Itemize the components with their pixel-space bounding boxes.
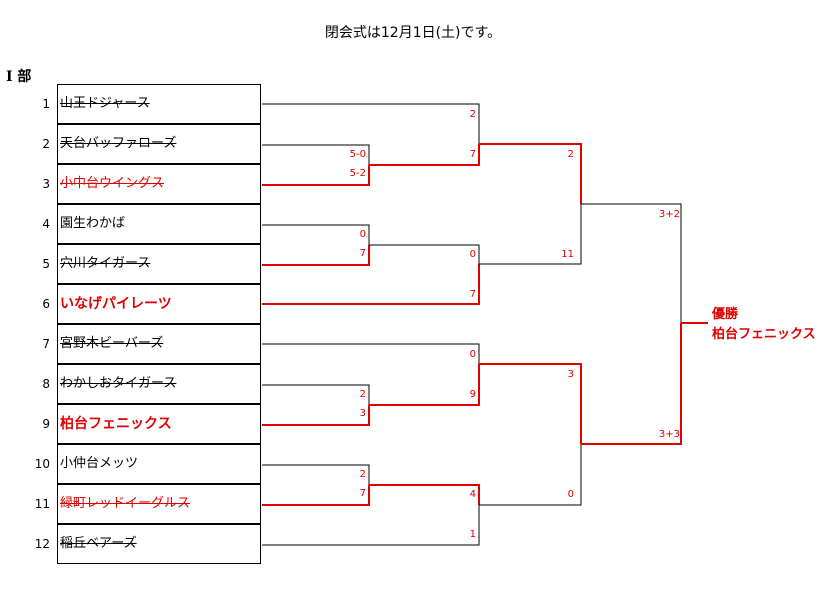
team-seed: 9 — [42, 417, 50, 431]
bracket-title: 閉会式は12月1日(土)です。 — [324, 25, 502, 41]
score-r2-b-top: 0 — [469, 249, 476, 260]
score-r1-a-top: 5-0 — [349, 149, 366, 160]
match-r2-d — [262, 484, 480, 546]
match-r1-b — [262, 224, 370, 266]
match-sf-b — [479, 363, 582, 506]
team-row: わかしおタイガース — [57, 364, 261, 404]
team-row: 柏台フェニックス — [57, 404, 261, 444]
score-sf-a-top: 2 — [567, 149, 574, 160]
team-seed: 1 — [42, 97, 50, 111]
score-r2-b-bot: 7 — [469, 289, 476, 300]
team-row: 宮野木ビーバーズ — [57, 324, 261, 364]
team-row: 天台バッファローズ — [57, 124, 261, 164]
match-r1-d — [262, 464, 370, 506]
team-seed: 3 — [42, 177, 50, 191]
score-final-top: 3+2 — [658, 209, 680, 220]
score-r2-d-bot: 1 — [469, 529, 476, 540]
score-sf-b-top: 3 — [567, 369, 574, 380]
match-r2-c — [262, 343, 480, 406]
score-r1-a-bot: 5-2 — [349, 168, 366, 179]
score-r2-c-bot: 9 — [469, 389, 476, 400]
score-sf-a-bot: 11 — [561, 249, 574, 260]
score-r2-a-top: 2 — [469, 109, 476, 120]
team-seed: 10 — [34, 457, 50, 471]
champion-team: 柏台フェニックス — [712, 327, 816, 342]
team-row: 小中台ウイングス — [57, 164, 261, 204]
match-r1-c — [262, 384, 370, 426]
team-seed: 11 — [34, 497, 50, 511]
score-r1-b-bot: 7 — [359, 248, 366, 259]
team-row: 山王ドジャース — [57, 84, 261, 124]
champion-label: 優勝 — [712, 307, 739, 322]
team-seed: 7 — [42, 337, 50, 351]
team-row: 穴川タイガース — [57, 244, 261, 284]
team-row: 稲丘ベアーズ — [57, 524, 261, 564]
team-seed: 2 — [42, 137, 50, 151]
team-seed: 8 — [42, 377, 50, 391]
section-label: Ⅰ 部 — [6, 69, 32, 85]
team-row: いなげパイレーツ — [57, 284, 261, 324]
match-r2-a — [262, 103, 480, 166]
score-r1-d-bot: 7 — [359, 488, 366, 499]
team-row: 緑町レッドイーグルス — [57, 484, 261, 524]
score-r1-c-top: 2 — [359, 389, 366, 400]
team-seed: 6 — [42, 297, 50, 311]
score-r2-a-bot: 7 — [469, 149, 476, 160]
match-sf-a — [479, 143, 582, 265]
score-r1-b-top: 0 — [359, 229, 366, 240]
team-seed: 4 — [42, 217, 50, 231]
score-final-bot: 3+3 — [658, 429, 680, 440]
score-r1-d-top: 2 — [359, 469, 366, 480]
team-row: 小仲台メッツ — [57, 444, 261, 484]
team-row: 園生わかば — [57, 204, 261, 244]
score-r1-c-bot: 3 — [359, 408, 366, 419]
score-r2-c-top: 0 — [469, 349, 476, 360]
match-final — [581, 203, 708, 445]
champion-block: 優勝 柏台フェニックス — [712, 305, 816, 345]
match-r2-b — [262, 244, 480, 305]
team-seed: 5 — [42, 257, 50, 271]
team-seed: 12 — [34, 537, 50, 551]
score-sf-b-bot: 0 — [567, 489, 574, 500]
score-r2-d-top: 4 — [469, 489, 476, 500]
match-r1-a — [262, 144, 370, 186]
